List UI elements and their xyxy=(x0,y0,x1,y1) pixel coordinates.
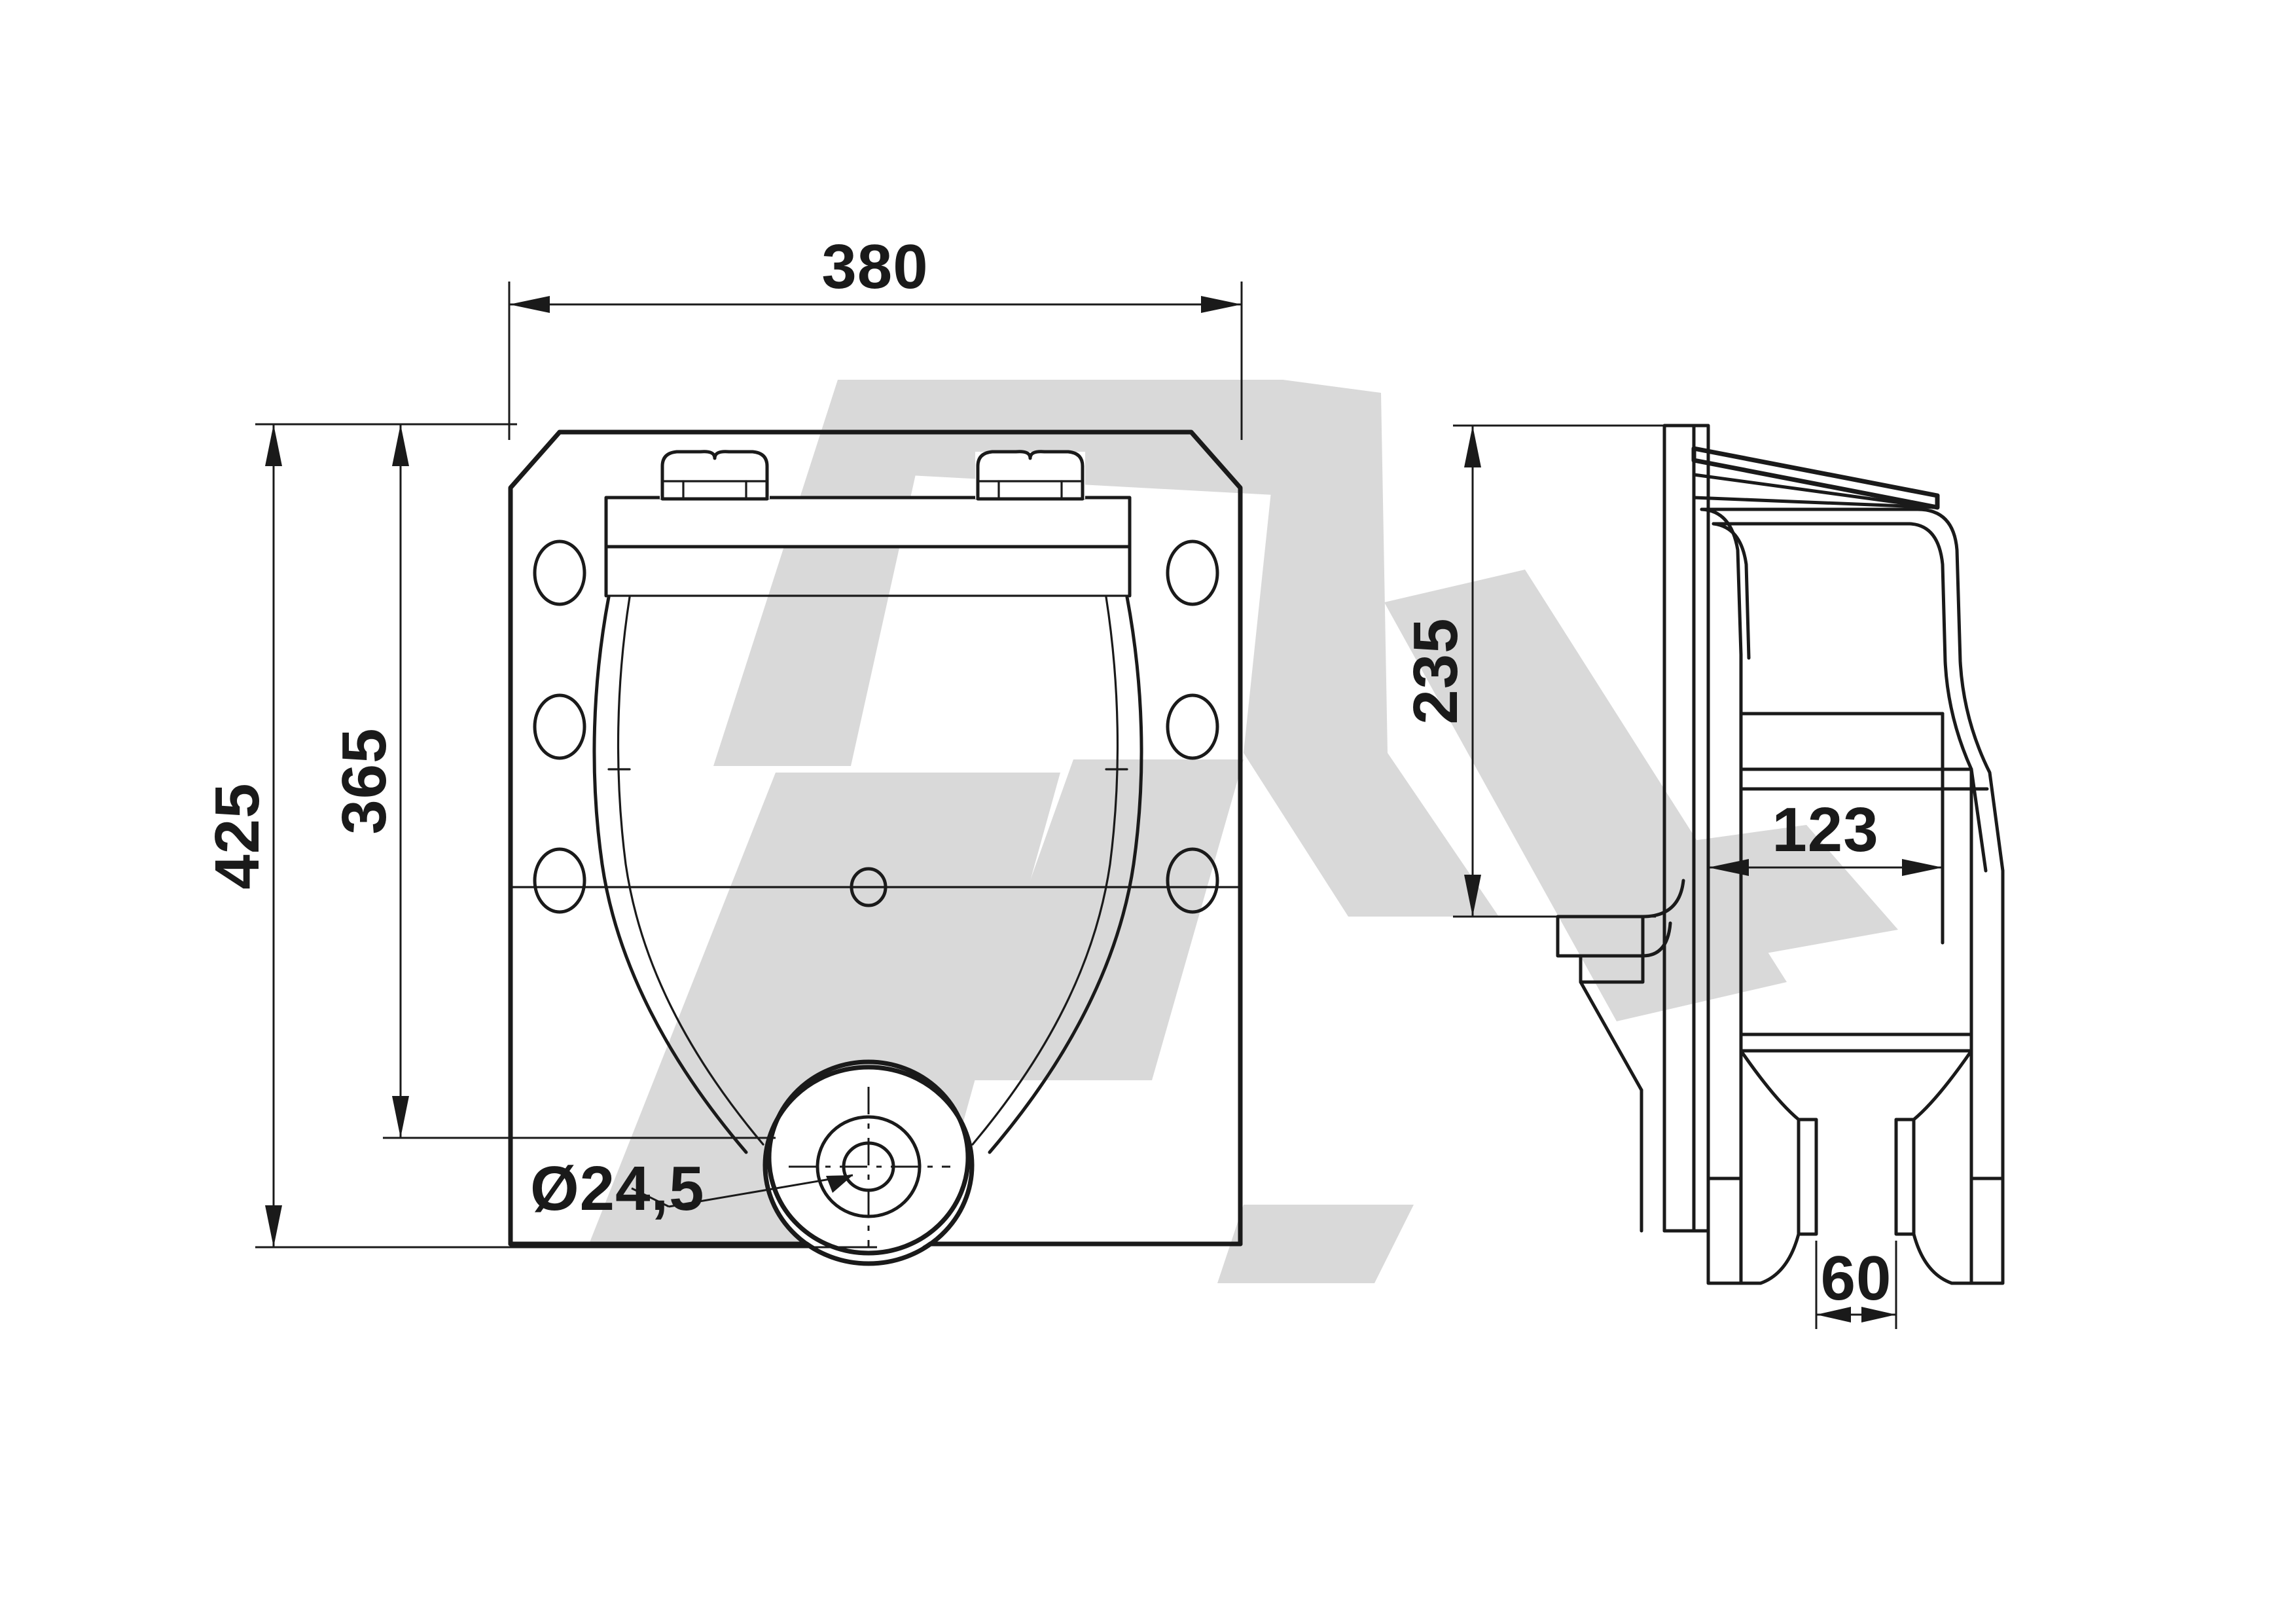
side-left-gusset xyxy=(1579,980,1643,1092)
arrow-365-bottom xyxy=(392,1096,409,1138)
watermark-bar-upper-right xyxy=(1244,380,1388,753)
dim-label-60: 60 xyxy=(1821,1243,1892,1313)
oval-hole-left-3 xyxy=(533,847,586,914)
side-view-dimensions: 235 123 60 xyxy=(1401,424,1943,1329)
arrow-123-right xyxy=(1902,859,1943,876)
arrow-425-top xyxy=(265,424,282,466)
arrow-380-left xyxy=(509,296,550,313)
side-fork-right-pad xyxy=(1894,1118,1916,1236)
side-body-outer-right xyxy=(1700,507,2005,873)
side-fork-right-leg xyxy=(1912,1049,1973,1285)
arrow-380-right xyxy=(1201,296,1242,313)
arrow-235-bottom xyxy=(1464,875,1481,917)
bore-leader-shoulder xyxy=(631,1187,670,1208)
hex-bolt-right xyxy=(975,450,1085,501)
watermark-arm-right xyxy=(1244,753,1499,917)
side-flange-base xyxy=(1692,496,1939,509)
plate-outline-top-left xyxy=(508,429,562,1247)
oval-hole-right-1 xyxy=(1166,539,1219,606)
oval-hole-left-1 xyxy=(533,539,586,606)
arrow-425-bottom xyxy=(265,1205,282,1247)
pivot-boss-outer xyxy=(766,1059,971,1256)
side-fork-left-leg xyxy=(1739,1049,1801,1285)
top-flange-fill xyxy=(606,498,1130,547)
side-view xyxy=(1556,424,2005,1285)
arm-right-outer xyxy=(988,595,1143,1154)
dim-label-380: 380 xyxy=(821,232,928,302)
bore-leader-arrow xyxy=(826,1175,853,1193)
front-view xyxy=(508,429,1243,1266)
dim-label-235: 235 xyxy=(1401,617,1471,724)
arrow-365-top xyxy=(392,424,409,466)
watermark-side-tail xyxy=(1617,825,1898,962)
bolt-head-left-outline xyxy=(660,450,769,501)
plate-outline-top-right xyxy=(557,429,1243,1247)
side-right-web-cap xyxy=(1969,1176,2005,1285)
side-left-tab-lower xyxy=(1579,954,1645,984)
arm-left-outer xyxy=(592,595,748,1154)
dim-label-425: 425 xyxy=(202,782,272,889)
side-body-inner-left xyxy=(1712,522,1751,660)
side-left-tab-fillet-inner xyxy=(1641,921,1672,958)
bore-leader-line xyxy=(668,1174,853,1208)
front-view-dimensions: 380 425 365 Ø24,5 xyxy=(202,232,1243,1249)
side-body-inner-right xyxy=(1712,522,1988,873)
side-fork-left-pad xyxy=(1797,1118,1818,1236)
oval-hole-left-2 xyxy=(533,693,586,760)
arrow-123-left xyxy=(1708,859,1749,876)
dim-label-bore-diameter: Ø24,5 xyxy=(530,1154,705,1224)
watermark-bar-upper-left xyxy=(713,380,936,766)
arrow-60-right xyxy=(1861,1307,1896,1322)
bolt-head-right-outline xyxy=(976,450,1085,501)
oval-hole-right-3 xyxy=(1166,847,1219,914)
watermark-tail xyxy=(1217,1205,1414,1283)
dim-label-123: 123 xyxy=(1772,795,1878,865)
side-top-flange-lower-line xyxy=(1692,473,1936,509)
dim-label-365: 365 xyxy=(329,727,399,834)
watermark-diagonal-secondary xyxy=(959,759,1244,1080)
arrow-235-top xyxy=(1464,426,1481,467)
hex-bolt-left xyxy=(660,450,770,501)
arm-left-inner xyxy=(617,596,764,1146)
side-left-web-cap xyxy=(1706,1176,1743,1285)
watermark-bar-top xyxy=(838,380,1322,498)
arm-right-inner xyxy=(971,596,1119,1146)
oval-hole-right-2 xyxy=(1166,693,1219,760)
pivot-boss-outer-offset xyxy=(762,1065,975,1266)
arrow-60-left xyxy=(1816,1307,1851,1322)
